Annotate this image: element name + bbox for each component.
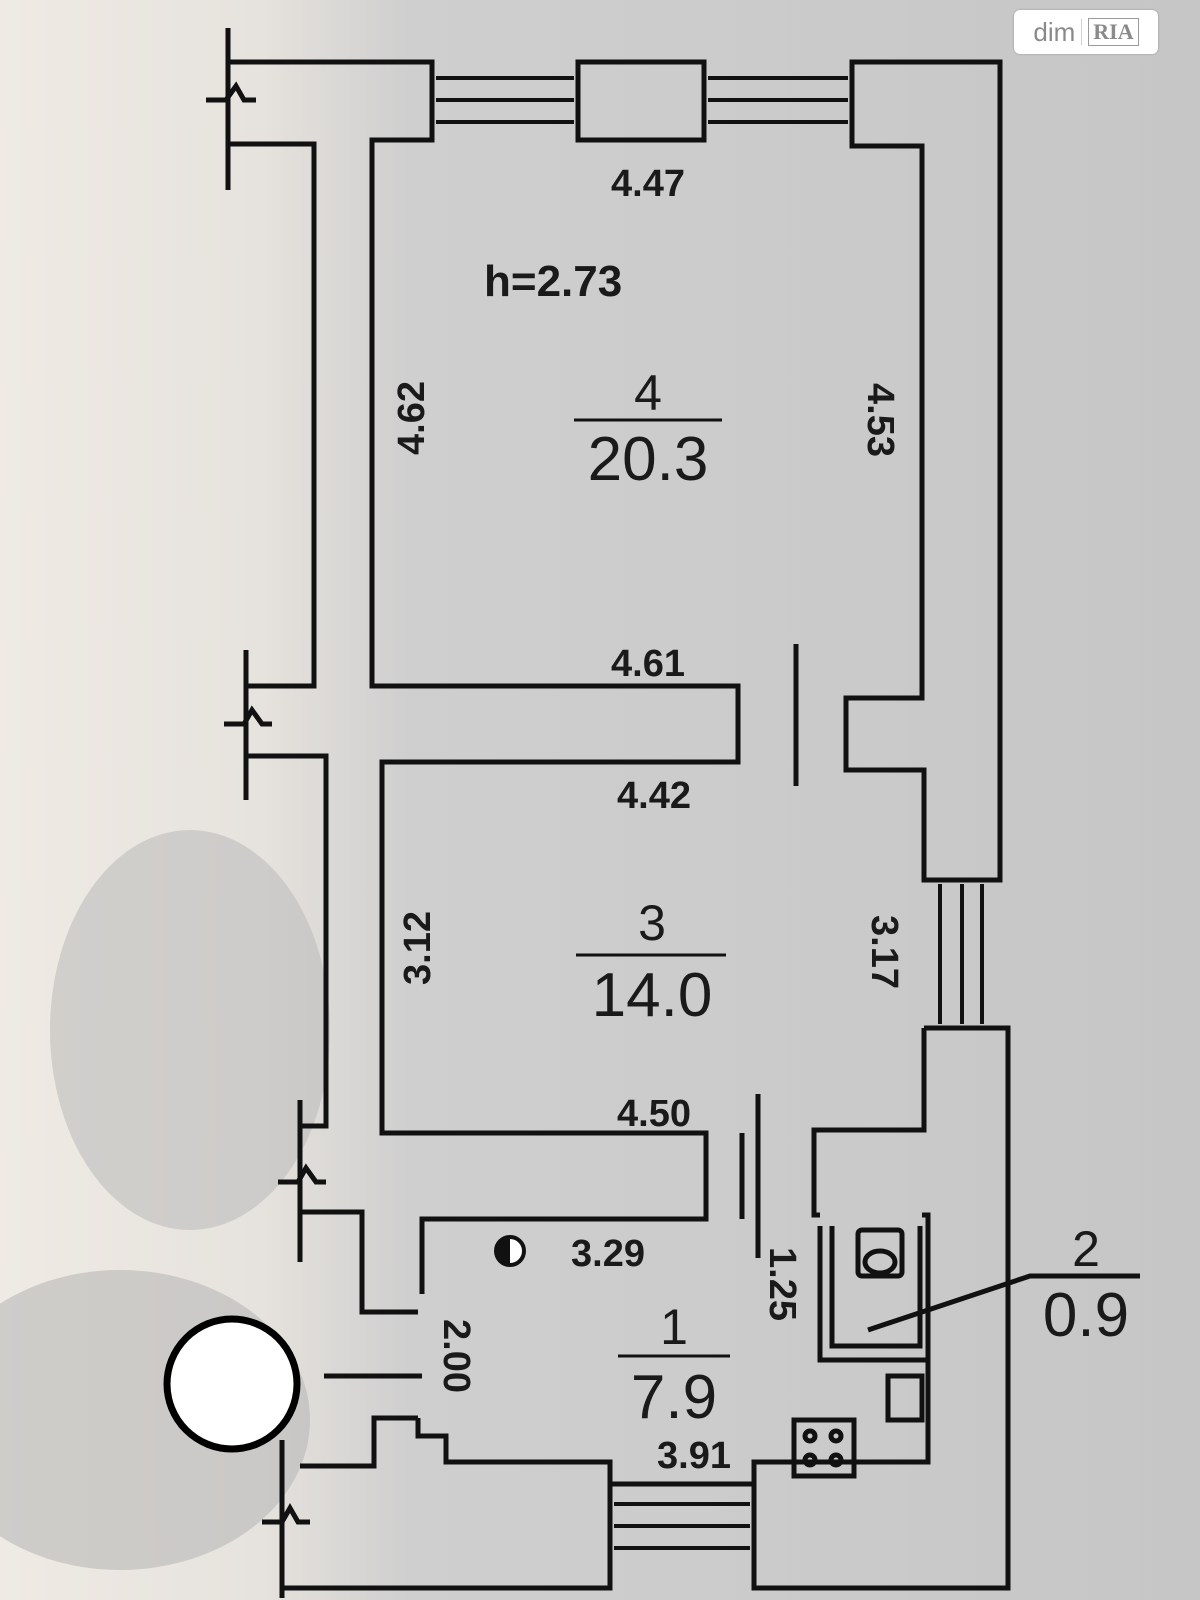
fraction-bars [574, 418, 1140, 1358]
dimension-label: 4.61 [611, 643, 685, 685]
outer-wall [575, 59, 707, 143]
toilet-bowl [862, 1248, 898, 1276]
window-top-right [708, 76, 848, 124]
dimension-label: 4.42 [617, 775, 691, 817]
outer-wall [843, 59, 1003, 883]
dimension-label: 4.47 [611, 163, 685, 205]
dimension-label: 3.17 [863, 915, 905, 989]
room-area: 0.9 [1043, 1281, 1129, 1350]
toilet-icon [855, 1227, 905, 1279]
meter-icon [494, 1235, 526, 1267]
room-number: 3 [638, 895, 666, 951]
outer-wall [228, 59, 741, 1294]
corridor-wall [300, 1415, 418, 1469]
watermark-text: dim [1033, 16, 1076, 47]
walls [206, 28, 1140, 1598]
dimension-label: 4.62 [391, 381, 433, 455]
dimension-label: 4.53 [859, 383, 901, 457]
watermark-text: RIA [1088, 18, 1139, 46]
outer-wall [282, 1484, 613, 1591]
corridor-wall [415, 1212, 931, 1487]
sink-icon [885, 1373, 925, 1423]
break-line [206, 28, 256, 190]
break-line [278, 1100, 326, 1262]
room-area: 14.0 [592, 961, 713, 1030]
window-bottom [614, 1502, 750, 1550]
outer-wall [751, 1025, 1011, 1591]
entry-marker [163, 1315, 301, 1453]
windows [436, 76, 984, 1550]
shadow [50, 830, 330, 1230]
corridor-wall [300, 1209, 418, 1315]
dimension-label: 3.91 [657, 1435, 731, 1477]
ceiling-height: h=2.73 [484, 257, 622, 306]
room-number: 4 [634, 365, 662, 421]
dimension-label: 4.50 [617, 1093, 691, 1135]
bathroom-wall [829, 1226, 923, 1349]
dimension-label: 3.29 [571, 1233, 645, 1275]
stove-icon [791, 1417, 857, 1479]
room-number: 2 [1072, 1221, 1100, 1277]
watermark-logo: dim RIA [1014, 10, 1158, 54]
break-line [224, 650, 272, 800]
dimension-label: 3.12 [397, 911, 439, 985]
dimension-label: 1.25 [761, 1247, 803, 1321]
room-area: 20.3 [588, 425, 709, 494]
corridor-wall [246, 753, 329, 1129]
bathroom-wall [817, 1226, 928, 1363]
corridor-wall [226, 141, 317, 689]
watermark-divider [1081, 19, 1083, 45]
break-line [262, 1440, 310, 1598]
room-number: 1 [660, 1299, 688, 1355]
window-top-left [436, 76, 574, 124]
dimension-label: 2.00 [435, 1319, 477, 1393]
room-wall [811, 1028, 927, 1218]
room-area: 7.9 [631, 1363, 717, 1432]
window-right [938, 884, 984, 1024]
